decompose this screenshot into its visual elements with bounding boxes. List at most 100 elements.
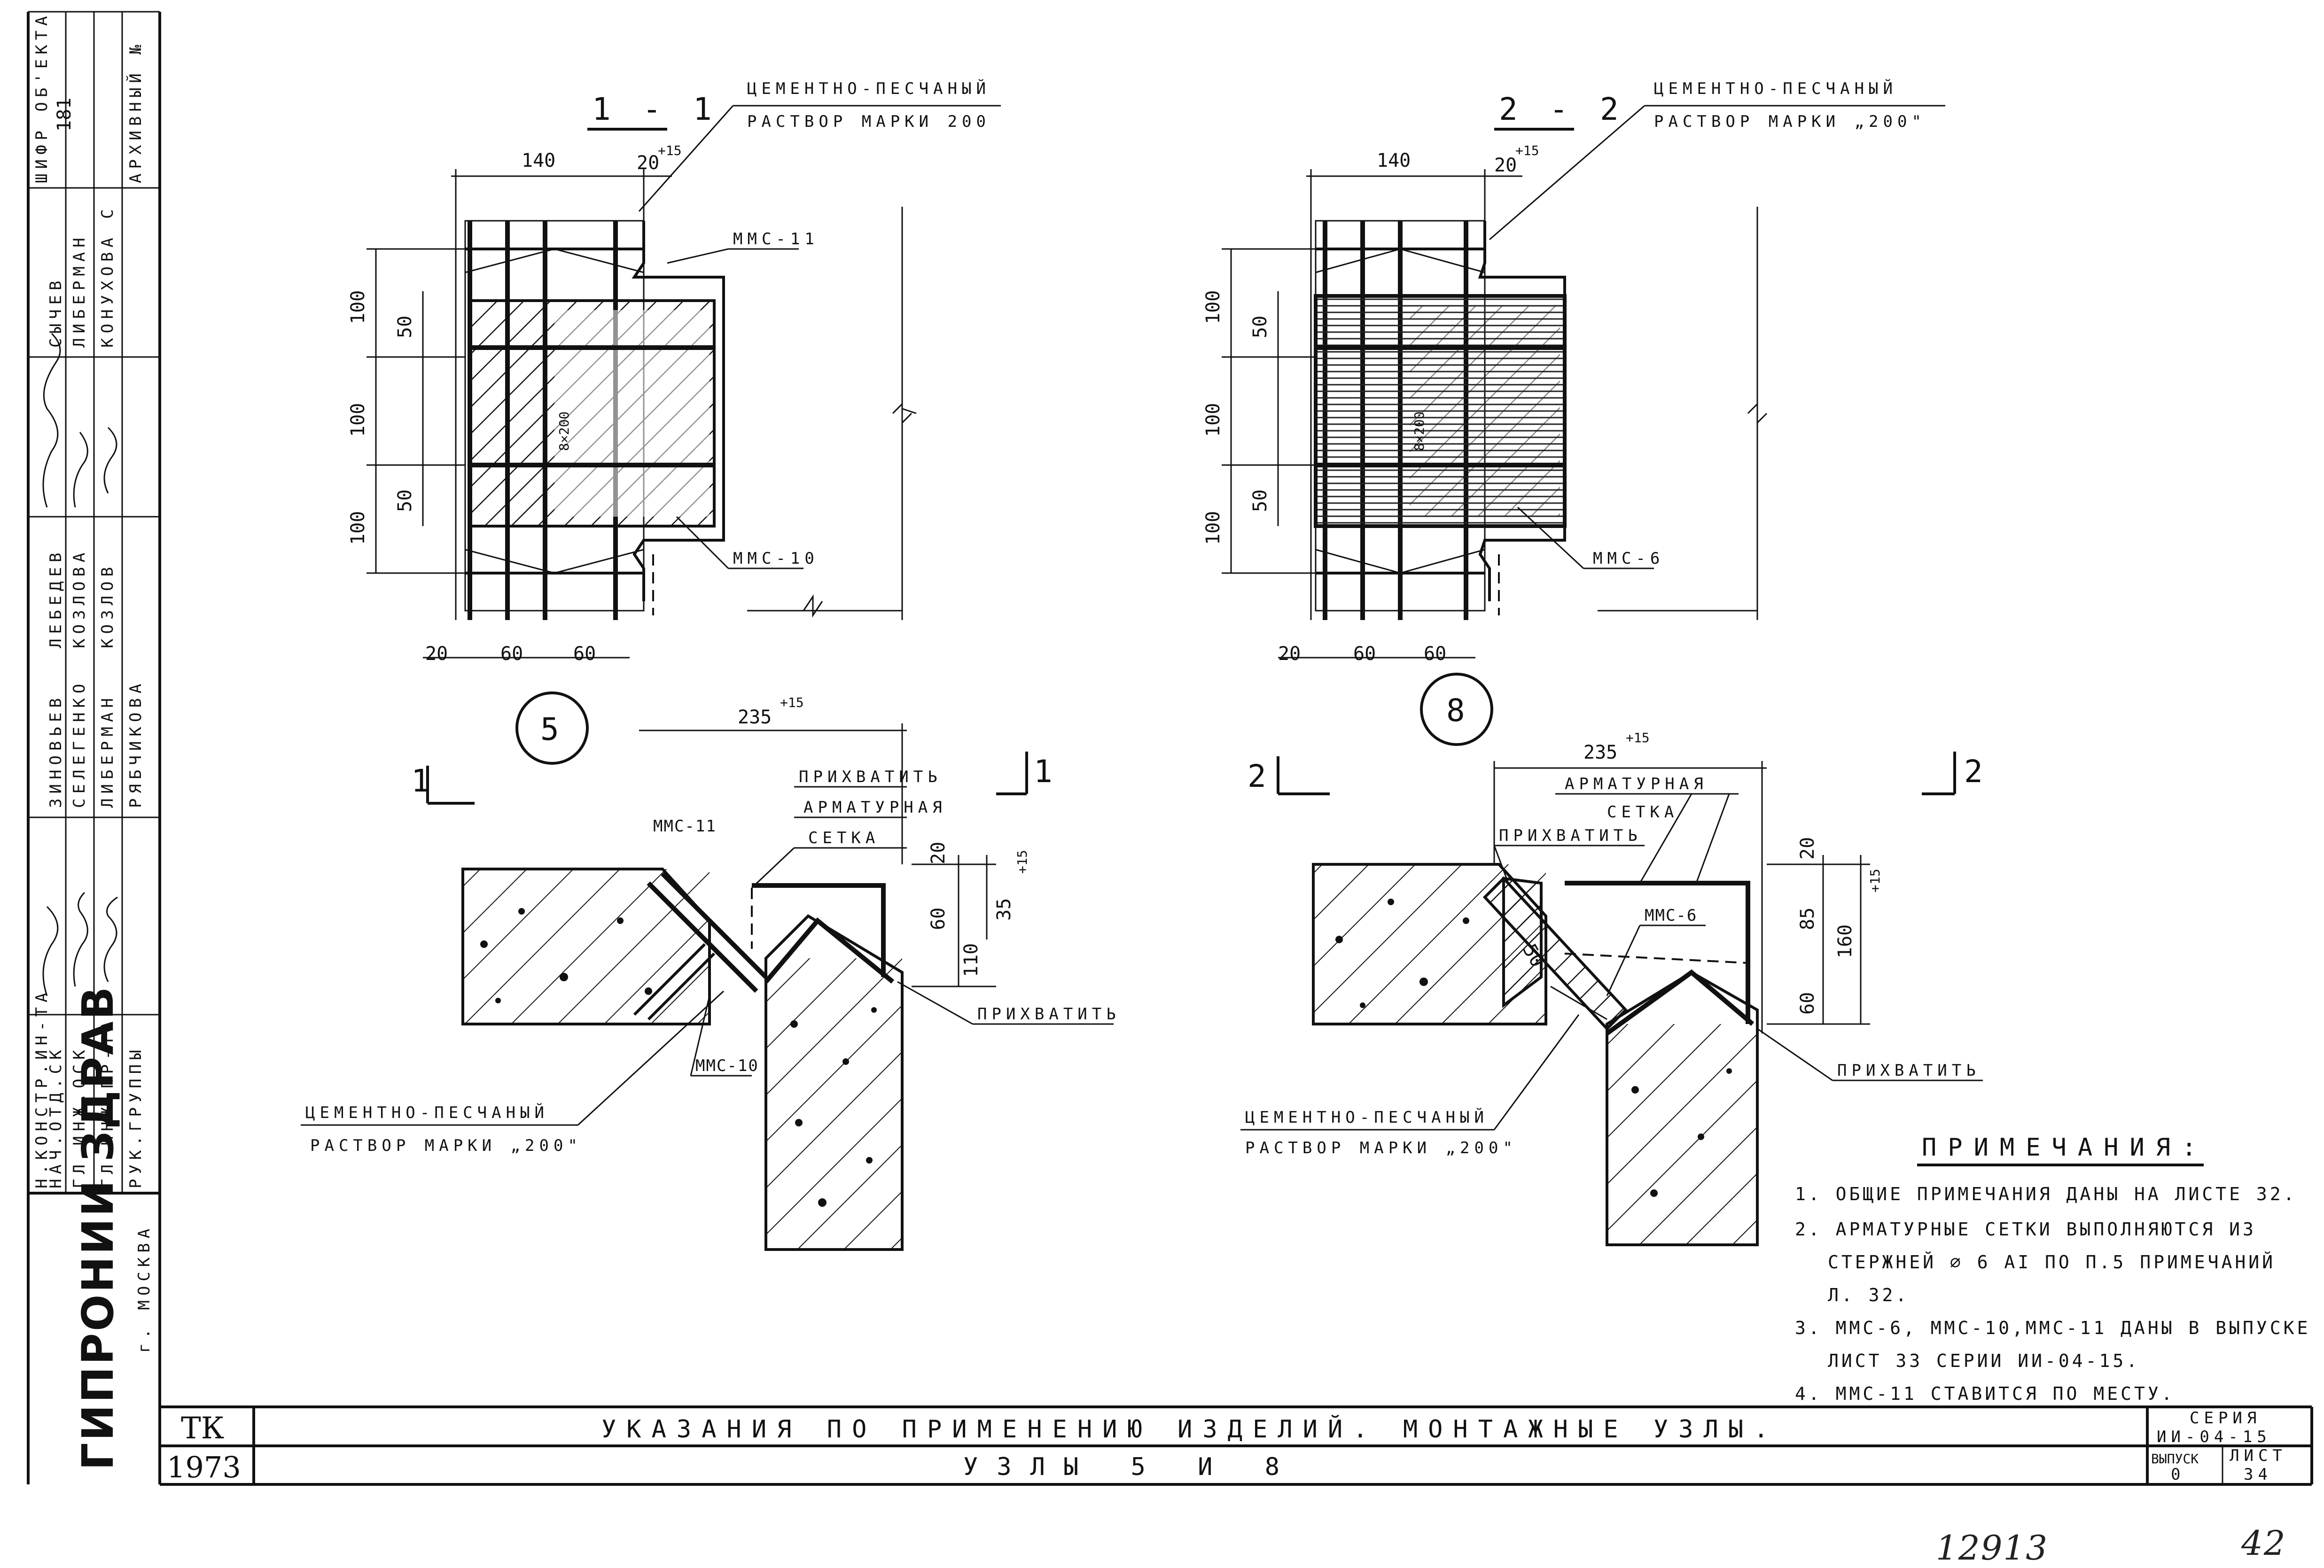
note-1: 1. ОБЩИЕ ПРИМЕЧАНИЯ ДАНЫ НА ЛИСТЕ 32. <box>1795 1184 2297 1204</box>
node-8-arm-1: АРМАТУРНАЯ <box>1565 775 1708 793</box>
node-8-cut-right: 2 <box>1964 753 1983 790</box>
node-8-cut-left: 2 <box>1248 758 1266 794</box>
footer-number: 12913 <box>1936 1528 2048 1568</box>
node-5-weld-top-1: ПРИХВАТИТЬ <box>799 768 942 786</box>
node-8-mesh-label: ММС-6 <box>1645 906 1697 925</box>
stamp-role-5: РУК.ГРУППЫ <box>126 1045 145 1188</box>
tb-series: ИИ-04-15 <box>2157 1428 2271 1446</box>
node-5-dim-top: 235 <box>738 706 772 728</box>
node-8-number: 8 <box>1446 692 1465 729</box>
section-1-dim-bottom-3: 60 <box>573 643 596 665</box>
section-2-title: 2 - 2 <box>1499 91 1625 127</box>
org-city: г. МОСКВА <box>135 1224 154 1353</box>
section-2-dim-inner-1: 50 <box>1249 316 1271 338</box>
section-1-dim-bottom-1: 20 <box>425 643 448 665</box>
section-1-dim-20-tol: +15 <box>658 143 682 158</box>
stamp-name-2: СЕЛЕГЕНКО <box>70 679 89 808</box>
section-1-dim-bottom-2: 60 <box>500 643 523 665</box>
node-5-dim-top-tol: +15 <box>780 695 804 710</box>
section-2-dim-bottom-1: 20 <box>1278 643 1301 665</box>
node-8-dim-top: 235 <box>1583 742 1617 763</box>
node-5-number: 5 <box>540 711 559 747</box>
section-1-1: 1 - 1 ЦЕМЕНТНО-ПЕСЧАНЫЙ РАСТВОР МАРКИ 20… <box>347 79 1001 765</box>
title-block: ТК 1973 УКАЗАНИЯ ПО ПРИМЕНЕНИЮ ИЗДЕЛИЙ. … <box>160 1407 2312 1484</box>
sheet-frame <box>158 12 2313 1486</box>
section-1-dim-inner-1: 50 <box>394 316 416 338</box>
section-1-dim-left-1: 100 <box>347 290 369 324</box>
node-5-mortar-2: РАСТВОР МАРКИ „200" <box>310 1136 582 1155</box>
node-8-dim-r2: 85 <box>1797 908 1818 930</box>
tb-sheet-label: ЛИСТ <box>2230 1446 2287 1465</box>
note-2-cont: СТЕРЖНЕЙ ⌀ 6 АI ПО П.5 ПРИМЕЧАНИЙ <box>1828 1252 2276 1273</box>
note-3: 3. ММС-6, ММС-10,ММС-11 ДАНЫ В ВЫПУСКЕ 2 <box>1795 1318 2324 1338</box>
node-5-cut-right: 1 <box>1034 753 1053 790</box>
section-2-2: 2 - 2 ЦЕМЕНТНО-ПЕСЧАНЫЙ РАСТВОР МАРКИ „2… <box>1202 79 1945 746</box>
section-1-dim-left-2: 100 <box>347 403 369 437</box>
stamp-name-3: ЛИБЕРМАН <box>98 693 117 808</box>
tb-sheet: 34 <box>2244 1465 2272 1484</box>
tb-code: ТК <box>181 1411 224 1446</box>
stamp-role-1: Н.КОНСТР.ИН-ТА <box>32 988 51 1188</box>
tb-issue: 0 <box>2171 1465 2185 1484</box>
stamp-name-6: КОЗЛОВА <box>70 548 89 648</box>
node-5-mortar-1: ЦЕМЕНТНО-ПЕСЧАНЫЙ <box>305 1103 549 1122</box>
tb-title-2: УЗЛЫ 5 И 8 <box>963 1453 1298 1481</box>
section-2-dim-bottom-3: 60 <box>1424 643 1446 665</box>
stamp-role-3: ГЛ.ИНЖ.ОСК <box>70 1045 89 1188</box>
side-stamp: ГИПРОНИИ ЗДРАВ г. МОСКВА Н.КОНСТР.ИН-ТА … <box>27 11 160 1484</box>
section-1-dim-20: 20 <box>637 152 659 174</box>
section-2-dim-inner-2: 50 <box>1249 489 1271 512</box>
node-8-dim-r-tol: +15 <box>1867 869 1883 893</box>
section-2-dim-left-1: 100 <box>1202 290 1224 324</box>
node-5-mesh-label-2: ММС-10 <box>695 1056 759 1075</box>
node-5-weld-right: ПРИХВАТИТЬ <box>977 1005 1121 1024</box>
stamp-name-5: ЛЕБЕДЕВ <box>47 548 65 648</box>
note-2: 2. АРМАТУРНЫЕ СЕТКИ ВЫПОЛНЯЮТСЯ ИЗ <box>1795 1219 2256 1240</box>
node-5-weld-top-3: СЕТКА <box>808 829 880 847</box>
section-2-dim-20-tol: +15 <box>1515 143 1539 158</box>
node-5-dim-r-tol: +15 <box>1014 850 1030 874</box>
section-2-dim-140: 140 <box>1377 150 1411 171</box>
tb-title-1: УКАЗАНИЯ ПО ПРИМЕНЕНИЮ ИЗДЕЛИЙ. МОНТАЖНЫ… <box>601 1415 1778 1444</box>
node-5-weld-top-2: АРМАТУРНАЯ <box>803 798 947 817</box>
stamp-role-4: ГЛ.ИНЖ.ПР-ТА <box>98 1017 117 1188</box>
signatures <box>42 333 118 996</box>
section-2-mesh-bottom: ММС-6 <box>1593 549 1664 568</box>
node-5-dim-r3: 110 <box>960 943 982 977</box>
node-5-dim-r1: 20 <box>928 842 949 864</box>
node-8-mortar-1: ЦЕМЕНТНО-ПЕСЧАНЫЙ <box>1245 1108 1489 1127</box>
node-8-dim-r4: 60 <box>1797 992 1818 1015</box>
section-1-inner-note: 8×200 <box>556 411 572 451</box>
archive-label: АРХИВНЫЙ № <box>126 40 145 183</box>
project-number-label: ШИФР ОБ'ЕКТА <box>32 11 51 183</box>
note-4: 4. ММС-11 СТАВИТСЯ ПО МЕСТУ. <box>1795 1383 2175 1404</box>
section-2-dim-bottom-2: 60 <box>1353 643 1376 665</box>
note-3-cont: ЛИСТ 33 СЕРИИ ИИ-04-15. <box>1828 1351 2140 1371</box>
stamp-name-8: СЫЧЕВ <box>47 276 65 348</box>
stamp-name-10: КОНУХОВА С <box>98 204 117 348</box>
node-5-dim-r2: 60 <box>928 908 949 930</box>
section-2-mortar-1: ЦЕМЕНТНО-ПЕСЧАНЫЙ <box>1654 79 1897 98</box>
node-5-dim-r4: 35 <box>993 898 1015 921</box>
footer-page: 42 <box>2241 1523 2286 1563</box>
section-1-mortar-2: РАСТВОР МАРКИ 200 <box>747 112 990 131</box>
tb-issue-label: ВЫПУСК <box>2151 1451 2199 1467</box>
node-8-weld-right: ПРИХВАТИТЬ <box>1837 1061 1981 1080</box>
section-2-inner-note: 8×200 <box>1412 411 1427 451</box>
section-1-title: 1 - 1 <box>592 91 718 127</box>
node-5-circle <box>515 691 589 765</box>
section-1-dim-140: 140 <box>522 150 555 171</box>
node-8-weld-top: ПРИХВАТИТЬ <box>1499 826 1642 845</box>
section-1-dim-left-3: 100 <box>347 511 369 545</box>
section-2-mortar-2: РАСТВОР МАРКИ „200" <box>1654 112 1926 131</box>
stamp-role-2: НАЧ.ОТД.СК <box>47 1045 65 1188</box>
node-8-mortar-2: РАСТВОР МАРКИ „200" <box>1245 1139 1517 1157</box>
note-2-cont-2: Л. 32. <box>1828 1285 1909 1305</box>
org-name: ГИПРОНИИ ЗДРАВ <box>73 985 123 1470</box>
stamp-name-9: ЛИБЕРМАН <box>70 233 89 348</box>
tb-year: 1973 <box>167 1450 241 1484</box>
node-8-dim-r1: 20 <box>1797 837 1818 860</box>
section-1-mesh-top: ММС-11 <box>733 230 819 248</box>
section-1-dim-inner-2: 50 <box>394 489 416 512</box>
